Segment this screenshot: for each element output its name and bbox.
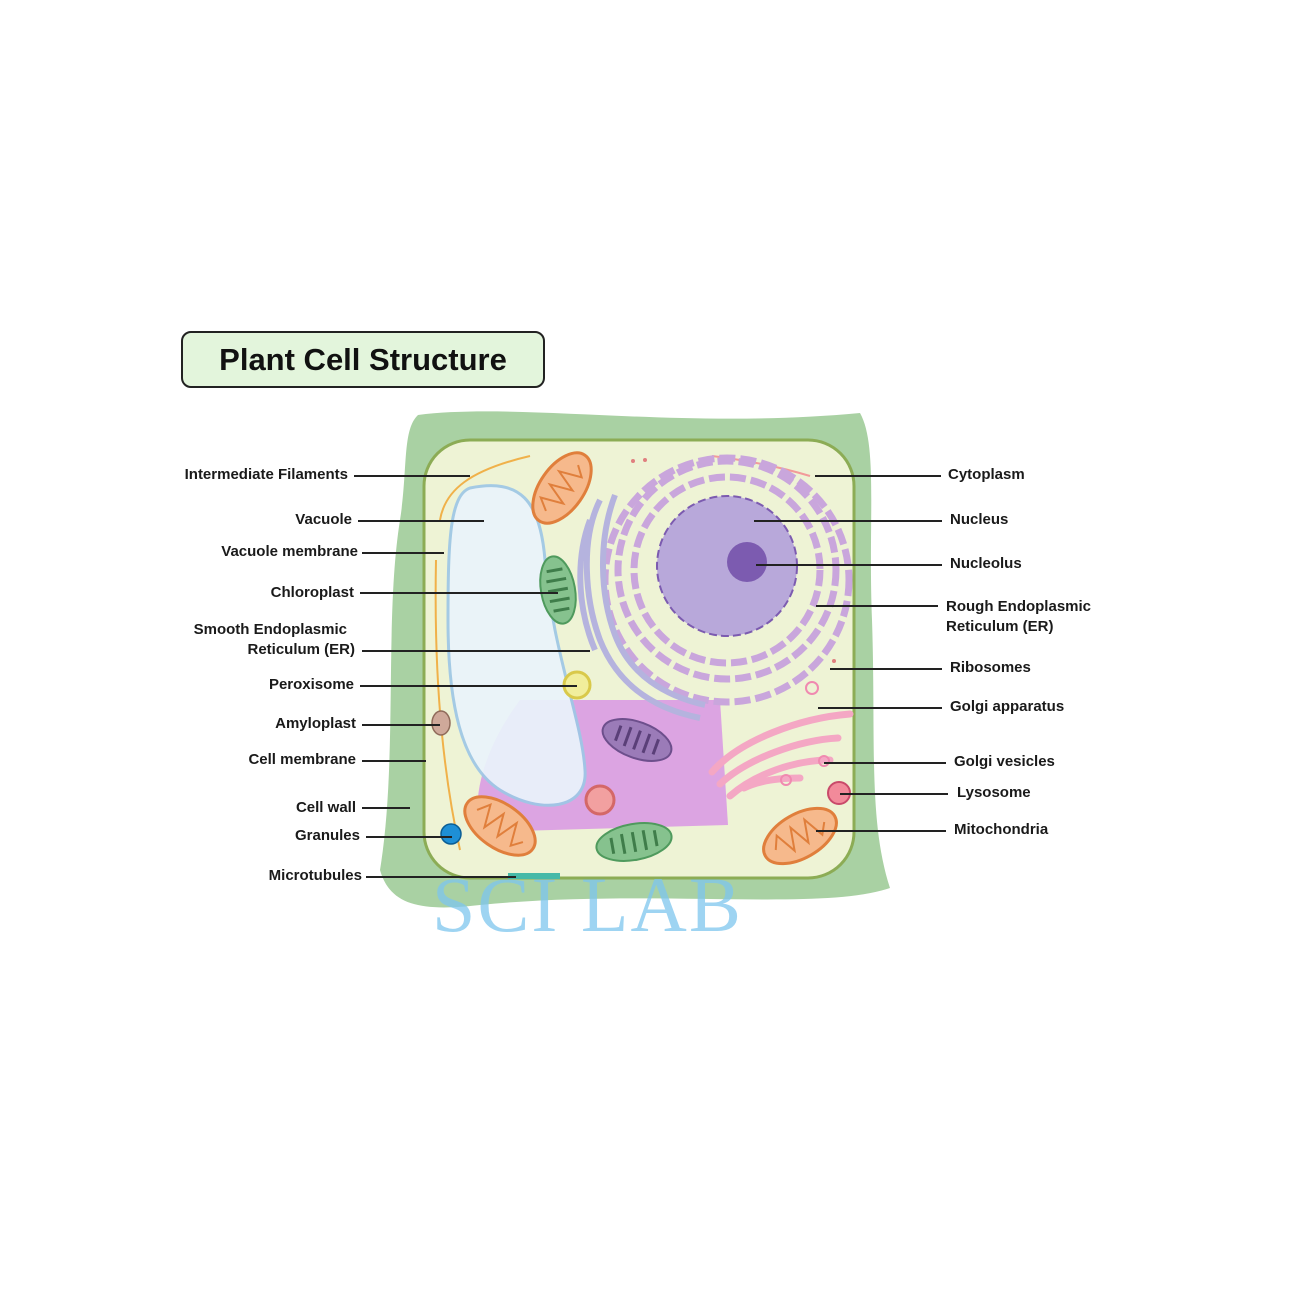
label-vacuole: Vacuole	[295, 511, 352, 528]
leader-line	[366, 876, 516, 878]
amyloplast-shape	[431, 710, 451, 736]
ribosome-dot-3	[643, 458, 647, 462]
leader-line	[360, 685, 577, 687]
label-rough-er-line1: Rough Endoplasmic	[946, 598, 1092, 615]
leader-line	[754, 520, 942, 522]
label-amyloplast: Amyloplast	[275, 715, 356, 732]
leader-line	[756, 564, 942, 566]
leader-line	[840, 793, 948, 795]
chloroplast-bottom	[595, 822, 673, 862]
leader-line	[816, 830, 946, 832]
mitochondrion-bottom-right	[762, 806, 838, 866]
golgi-vesicle-shape-2	[805, 681, 819, 695]
label-cell-membrane: Cell membrane	[248, 751, 356, 768]
leader-line	[362, 552, 444, 554]
label-golgi-vesicles: Golgi vesicles	[954, 753, 1055, 770]
leader-line	[830, 668, 942, 670]
label-cytoplasm: Cytoplasm	[948, 466, 1025, 483]
nucleolus-shape	[727, 542, 767, 582]
label-granules: Granules	[294, 827, 360, 844]
intermediate-filament-shape	[439, 455, 531, 521]
smooth-er-shape	[577, 493, 706, 721]
leader-line	[362, 760, 426, 762]
label-nucleolus: Nucleolus	[950, 555, 1022, 572]
granule-shape	[440, 823, 462, 845]
mitochondrion-bottom-left	[463, 795, 537, 857]
microtubule-shape	[508, 873, 560, 879]
leader-line	[362, 650, 590, 652]
label-microtubules: Microtubules	[268, 867, 362, 884]
label-nucleus: Nucleus	[950, 511, 1009, 528]
watermark: SCI LAB	[432, 861, 743, 948]
leader-line	[824, 762, 946, 764]
label-peroxisome: Peroxisome	[268, 676, 354, 693]
label-cell-wall: Cell wall	[295, 799, 356, 816]
leader-line	[358, 520, 484, 522]
label-chloroplast: Chloroplast	[270, 584, 354, 601]
chloroplast-purple	[601, 718, 673, 762]
leader-line	[360, 592, 558, 594]
ribosome-dot-2	[631, 459, 635, 463]
label-intermediate-filaments: Intermediate Filaments	[184, 466, 348, 483]
title-box: Plant Cell Structure	[181, 331, 545, 388]
ribosome-dot	[832, 659, 836, 663]
leader-line	[354, 475, 470, 477]
label-rough-er-line2: Reticulum (ER)	[946, 618, 1054, 635]
label-smooth-er-line2: Reticulum (ER)	[247, 641, 355, 658]
leader-line	[815, 475, 941, 477]
intermediate-filament-shape-2	[434, 559, 461, 851]
label-smooth-er-line1: Smooth Endoplasmic	[193, 621, 347, 638]
vesicle-shape	[584, 784, 616, 816]
leader-line	[362, 807, 410, 809]
leader-line	[362, 724, 440, 726]
label-vacuole-membrane: Vacuole membrane	[221, 543, 358, 560]
label-mitochondria: Mitochondria	[954, 821, 1049, 838]
label-lysosome: Lysosome	[957, 784, 1031, 801]
vacuole-shape	[446, 484, 587, 807]
mitochondrion-top	[531, 451, 593, 525]
nucleus-shape	[656, 495, 798, 637]
page-title: Plant Cell Structure	[219, 341, 507, 377]
golgi-vesicle-shape-3	[780, 774, 792, 786]
leader-line	[816, 605, 938, 607]
golgi-vesicle-shape	[818, 755, 830, 767]
leader-line	[366, 836, 452, 838]
label-golgi-apparatus: Golgi apparatus	[950, 698, 1065, 715]
leader-line	[818, 707, 942, 709]
label-ribosomes: Ribosomes	[950, 659, 1031, 676]
